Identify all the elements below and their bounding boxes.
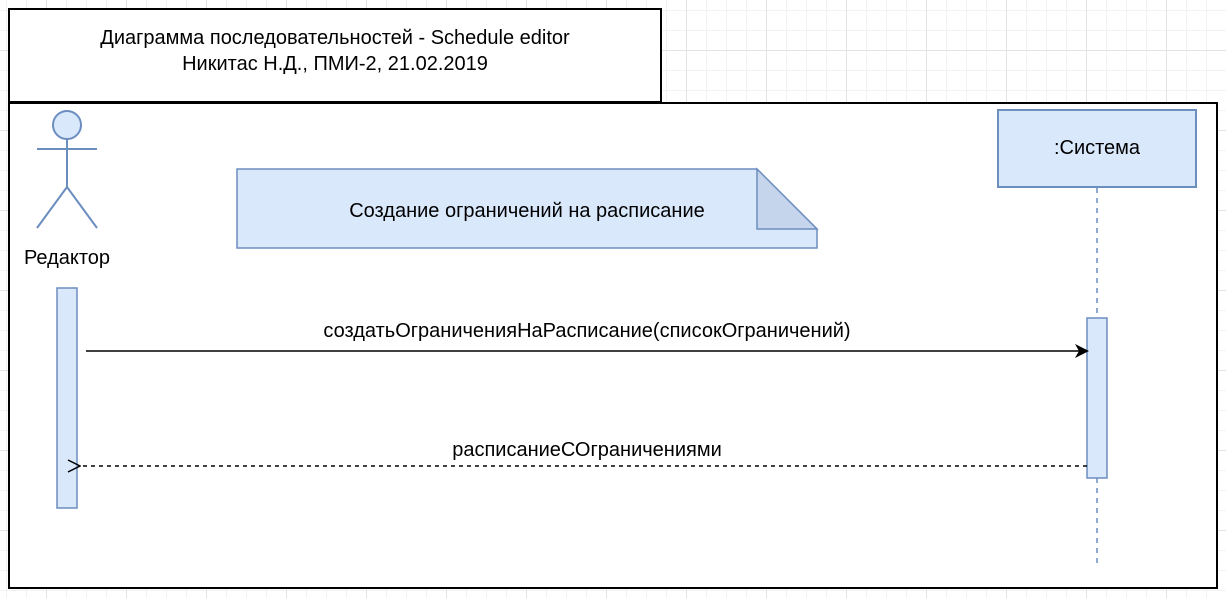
return-message-label: расписаниеСОграничениями — [452, 439, 722, 461]
actor-activation-bar — [56, 287, 78, 509]
diagram-title: Диаграмма последовательностей - Schedule… — [100, 27, 570, 49]
note-text: Создание ограничений на расписание — [349, 200, 705, 222]
call-message-label: создатьОграниченияНаРасписание(списокОгр… — [323, 320, 851, 342]
actor-stick-figure-icon — [36, 110, 98, 229]
diagram-title-box: Диаграмма последовательностей - Schedule… — [8, 8, 662, 103]
system-label: :Система — [1053, 137, 1141, 159]
note-shape — [236, 167, 819, 249]
system-activation-bar — [1086, 317, 1108, 479]
actor-label: Редактор — [23, 247, 111, 269]
system-lifeline-head: :Система — [997, 109, 1197, 188]
diagram-author-line: Никитас Н.Д., ПМИ-2, 21.02.2019 — [182, 53, 488, 75]
